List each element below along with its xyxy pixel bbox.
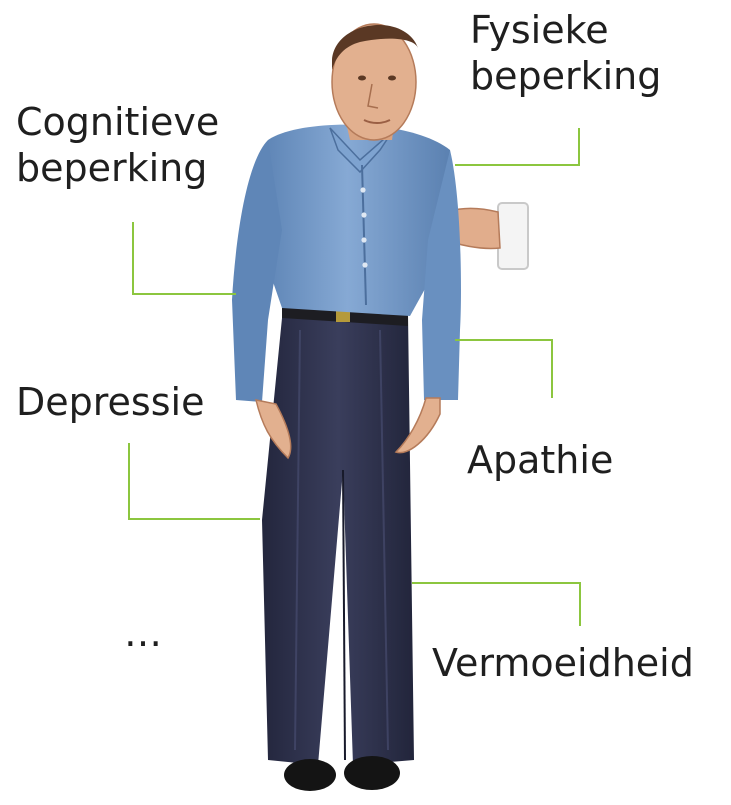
label-apathie: Apathie — [467, 437, 613, 483]
label-vermoeidheid: Vermoeidheid — [432, 640, 694, 686]
connector-vermoeidheid-line — [412, 583, 580, 626]
trousers — [262, 308, 414, 765]
head — [332, 24, 418, 140]
label-cognitieve-beperking: Cognitieve beperking — [16, 99, 219, 191]
label-cognitieve-line1: Cognitieve — [16, 99, 219, 145]
shoes — [284, 756, 400, 791]
connector-apathie-line — [455, 340, 552, 398]
label-cognitieve-line2: beperking — [16, 145, 219, 191]
label-depressie: Depressie — [16, 379, 204, 425]
label-fysieke-line1: Fysieke — [470, 7, 661, 53]
label-fysieke-beperking: Fysieke beperking — [470, 7, 661, 99]
connector-cognitieve-line — [133, 222, 236, 294]
connector-fysieke-line — [455, 128, 579, 165]
label-fysieke-line2: beperking — [470, 53, 661, 99]
label-ellipsis: … — [124, 610, 162, 656]
connector-depressie-line — [129, 443, 260, 519]
